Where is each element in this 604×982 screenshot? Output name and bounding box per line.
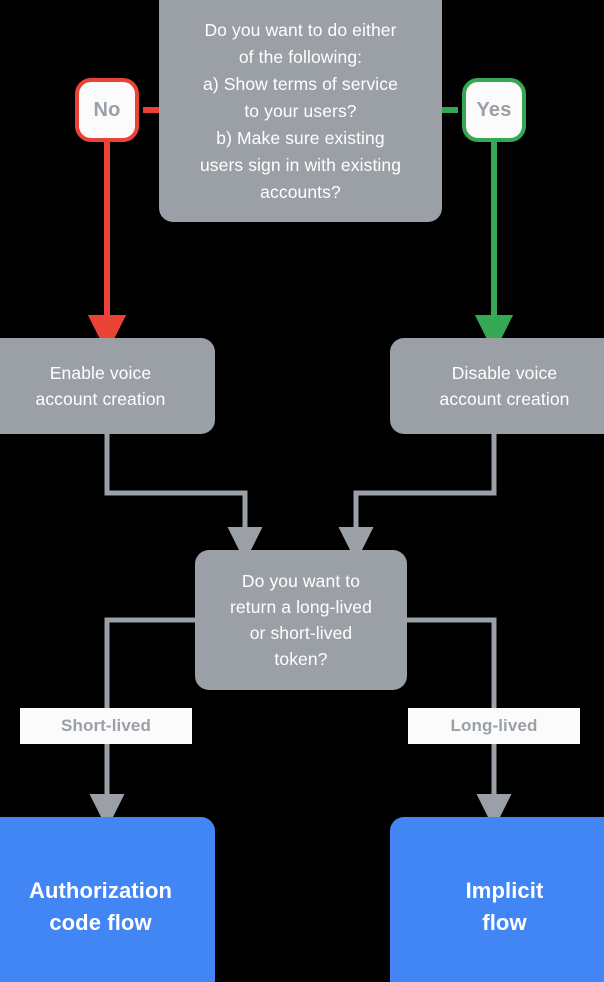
edge-label-long-lived: Long-lived <box>408 708 580 744</box>
edge-disable-to-token <box>338 434 497 562</box>
decision-node-token-lifetime[interactable]: Do you want to return a long-lived or sh… <box>195 550 407 690</box>
terminal-node-implicit-flow[interactable]: Implicit flow <box>390 817 604 982</box>
process-node-enable-text: Enable voice account creation <box>35 363 166 409</box>
terminal-node-authorization-code-flow-text: Authorization code flow <box>28 877 173 935</box>
process-node-enable-voice-account-creation[interactable]: Enable voice account creation <box>0 338 215 434</box>
edge-label-short-lived: Short-lived <box>20 708 192 744</box>
branch-pill-yes[interactable]: Yes <box>462 78 526 142</box>
terminal-node-implicit-flow-text: Implicit flow <box>465 877 544 935</box>
edge-label-long-lived-text: Long-lived <box>450 716 538 735</box>
process-node-disable-text: Disable voice account creation <box>439 363 570 409</box>
decision-node-terms-text: Do you want to do either of the followin… <box>199 19 402 202</box>
terminal-node-authorization-code-flow[interactable]: Authorization code flow <box>0 817 215 982</box>
decision-node-token-text: Do you want to return a long-lived or sh… <box>230 571 372 669</box>
branch-pill-no[interactable]: No <box>75 78 139 142</box>
branch-pill-yes-label: Yes <box>476 98 512 121</box>
edge-enable-to-token <box>104 434 263 562</box>
edge-label-short-lived-text: Short-lived <box>61 716 151 735</box>
process-node-disable-voice-account-creation[interactable]: Disable voice account creation <box>390 338 604 434</box>
branch-pill-no-label: No <box>93 98 121 121</box>
decision-node-terms-and-existing-users[interactable]: Do you want to do either of the followin… <box>159 0 442 222</box>
